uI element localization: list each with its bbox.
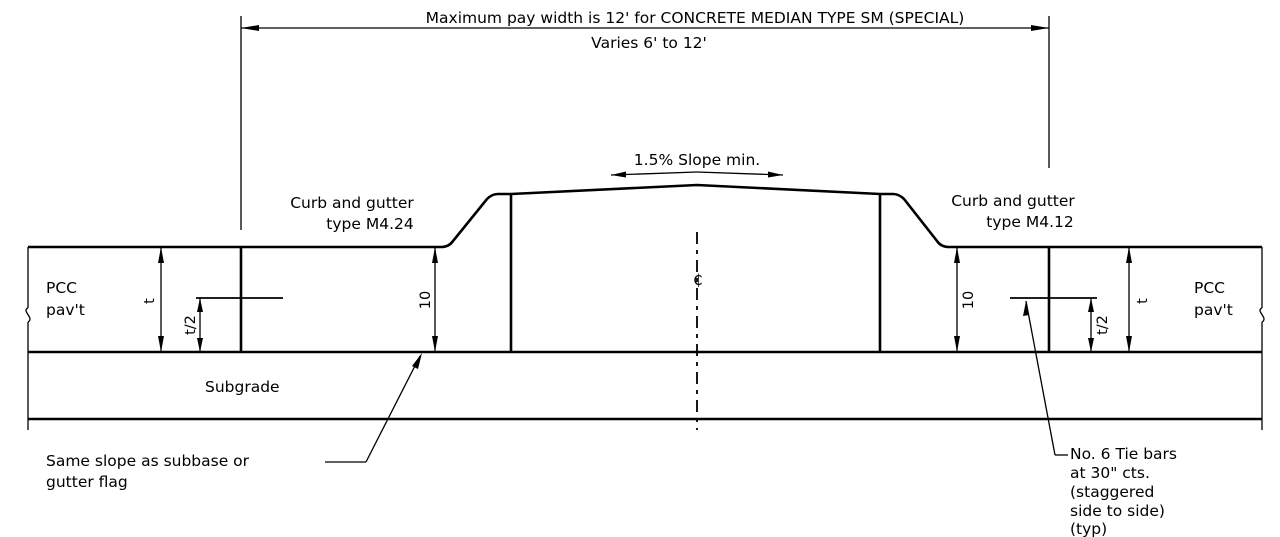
t-arrow-bottom-left [158,336,164,352]
pcc-left-line2: pav't [46,301,85,319]
tie-bars-note-line1: No. 6 Tie bars [1070,445,1177,463]
slope-annotation: 1.5% Slope min. [610,151,784,178]
max-pay-width-label: Maximum pay width is 12' for CONCRETE ME… [426,9,965,27]
tie-bars-note-line3: (staggered [1070,483,1154,501]
left-break-symbol [25,307,31,323]
tie-bar-leader-arrowhead [1023,301,1029,316]
pcc-right-line1: PCC [1194,279,1225,297]
curb-right-line2: type M4.12 [986,213,1073,231]
slope-note-leader [325,353,422,463]
slope-label: 1.5% Slope min. [634,151,760,169]
top-surface-line [28,183,1262,249]
half-t-arrow-top-right [1088,298,1094,312]
half-t-arrow-bottom-right [1088,338,1094,352]
depth-10-label-left: 10 [418,291,434,309]
half-t-arrow-top-left [197,298,203,312]
tie-bars-note-line4: side to side) [1070,502,1165,520]
tie-bar-leader-diagonal [1025,300,1056,456]
half-t-label-right: t/2 [1095,315,1111,335]
curb-left-line1: Curb and gutter [290,194,414,212]
break-lines [25,247,1265,430]
tie-bar-note-leader [1023,300,1068,456]
pay-width-dimension: Maximum pay width is 12' for CONCRETE ME… [240,9,1050,230]
median-profile [28,183,1262,430]
right-break-symbol [1259,307,1265,323]
centerline-symbol: ₵ [693,271,703,289]
slope-arrowhead-right [768,171,783,178]
depth-arrow-bottom-right [954,336,960,352]
t-arrow-top-right [1126,247,1132,263]
curb-right-line1: Curb and gutter [951,192,1075,210]
depth-arrow-top-right [954,247,960,263]
slope-note-arrowhead [412,353,422,369]
t-arrow-top-left [158,247,164,263]
curb-left-line2: type M4.24 [326,215,413,233]
slope-note-leader-diagonal [365,355,421,463]
depth-arrow-bottom-left [432,336,438,352]
pcc-left-line1: PCC [46,279,77,297]
depth-10-label-right: 10 [961,291,977,309]
arrowhead-left [241,25,259,31]
t-arrow-bottom-right [1126,336,1132,352]
subgrade-label: Subgrade [205,378,280,396]
half-t-label-left: t/2 [183,315,199,335]
slope-note-line1: Same slope as subbase or [46,452,250,470]
pcc-right-line2: pav't [1194,301,1233,319]
t-label-right: t [1135,298,1151,304]
tie-bars-note-line2: at 30" cts. [1070,464,1150,482]
slope-note-line2: gutter flag [46,473,128,491]
tie-bars-note-line5: (typ) [1070,520,1107,537]
varies-width-label: Varies 6' to 12' [591,34,707,52]
right-thickness-dimensions: 10 t/2 t [954,247,1151,352]
t-label-left: t [142,298,158,304]
left-thickness-dimensions: t t/2 10 [142,247,438,352]
depth-arrow-top-left [432,247,438,263]
slope-arrowhead-left [611,171,626,178]
arrowhead-right [1031,25,1049,31]
half-t-arrow-bottom-left [197,338,203,352]
